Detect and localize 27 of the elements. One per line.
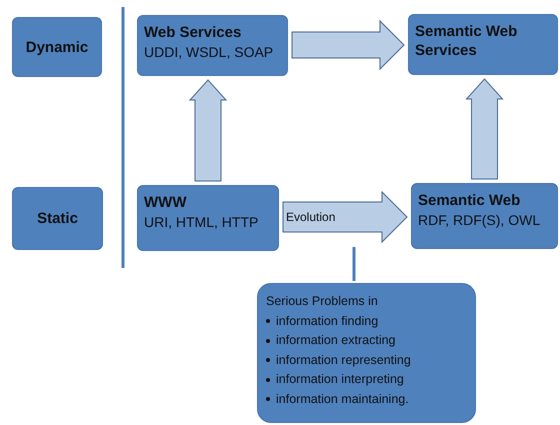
connector-line [352,247,356,281]
list-item: information maintaining. [276,390,409,408]
process-box [137,15,288,76]
block-arrow [465,78,504,180]
block-arrow [292,20,405,70]
box-subtitle: UDDI, WSDL, SOAP [144,43,274,62]
box-title: Semantic Web [418,191,520,210]
process-box [137,185,279,251]
row-header-box [12,187,103,250]
box-title: Dynamic [26,38,88,56]
list-item: information finding [276,312,378,330]
box-subtitle: URI, HTML, HTTP [144,213,258,232]
process-box [411,183,558,249]
row-header-box [12,17,102,77]
block-arrow [188,79,228,182]
box-subtitle: RDF, RDF(S), OWL [418,211,540,230]
note-heading: Serious Problems in [266,293,378,310]
list-item: information interpreting [276,371,404,388]
box-title: WWW [144,193,186,212]
note-box [257,283,476,423]
box-title: Static [37,209,78,228]
process-box [408,14,558,75]
list-item: information extracting [276,332,396,349]
box-title: Semantic Web Services [415,22,518,60]
box-title: Web Services [144,23,242,42]
edge-label: Evolution [285,210,336,224]
list-item: information representing [276,352,411,369]
